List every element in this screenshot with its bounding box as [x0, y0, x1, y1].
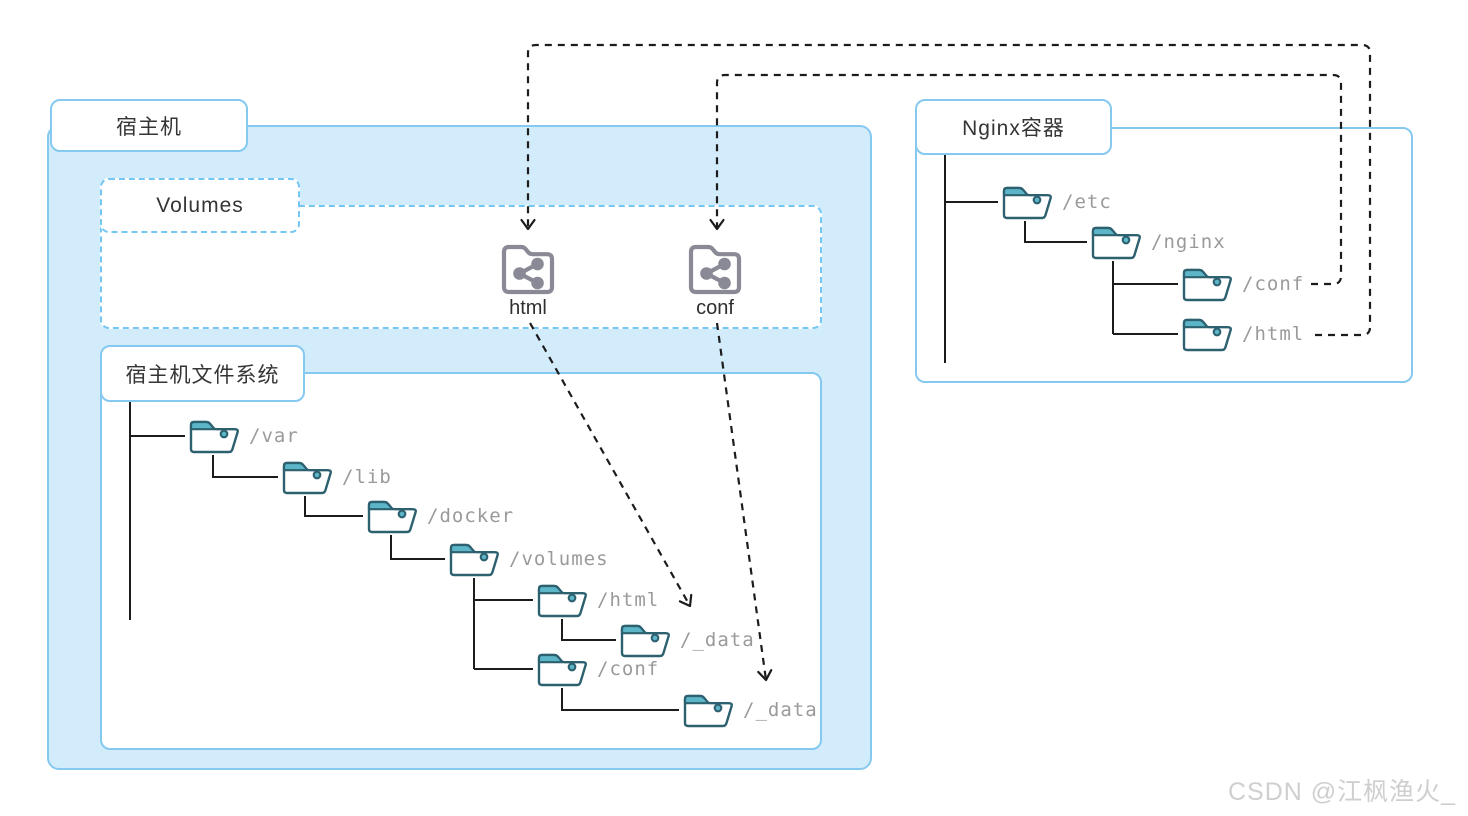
- host-filesystem-title: 宿主机文件系统: [100, 345, 305, 402]
- volume-share-icon-html: [496, 238, 560, 303]
- folder-icon: [533, 581, 589, 619]
- nginx-container-title: Nginx容器: [915, 99, 1112, 155]
- volume-conf-label: conf: [696, 297, 734, 319]
- host-machine-title-text: 宿主机: [116, 115, 182, 139]
- folder-icon: [1178, 265, 1234, 303]
- nginx-container-title-text: Nginx容器: [962, 117, 1065, 140]
- fs-node-conf-data-label: /_data: [743, 699, 818, 721]
- nginx-node-conf: /conf: [1178, 265, 1304, 303]
- volume-html-label: html: [509, 297, 547, 319]
- fs-node-lib: /lib: [278, 458, 392, 496]
- volumes-title: Volumes: [100, 178, 300, 233]
- folder-icon: [1087, 223, 1143, 261]
- fs-node-var: /var: [185, 417, 299, 455]
- nginx-node-etc: /etc: [998, 183, 1112, 221]
- fs-node-volumes-label: /volumes: [509, 548, 609, 570]
- fs-node-html: /html: [533, 581, 659, 619]
- host-filesystem-title-text: 宿主机文件系统: [125, 363, 280, 387]
- fs-node-var-label: /var: [249, 425, 299, 447]
- folder-icon: [998, 183, 1054, 221]
- folder-icon: [185, 417, 241, 455]
- nginx-node-html: /html: [1178, 315, 1304, 353]
- fs-node-conf-data: /_data: [679, 691, 818, 729]
- fs-node-html-label: /html: [597, 589, 660, 611]
- fs-node-docker: /docker: [363, 497, 514, 535]
- folder-icon: [679, 691, 735, 729]
- nginx-node-etc-label: /etc: [1062, 191, 1112, 213]
- fs-node-conf: /conf: [533, 650, 659, 688]
- folder-icon: [1178, 315, 1234, 353]
- folder-icon: [445, 540, 501, 578]
- nginx-node-nginx-label: /nginx: [1151, 231, 1226, 253]
- volume-share-icon-conf: [683, 238, 747, 303]
- fs-node-conf-label: /conf: [597, 658, 660, 680]
- fs-node-html-data-label: /_data: [680, 629, 755, 651]
- folder-icon: [363, 497, 419, 535]
- nginx-node-nginx: /nginx: [1087, 223, 1226, 261]
- volumes-title-text: Volumes: [156, 193, 244, 217]
- watermark: CSDN @江枫渔火_: [1228, 778, 1457, 806]
- fs-node-docker-label: /docker: [427, 505, 515, 527]
- folder-icon: [278, 458, 334, 496]
- nginx-node-html-label: /html: [1242, 323, 1305, 345]
- host-machine-title: 宿主机: [50, 99, 248, 152]
- fs-node-volumes: /volumes: [445, 540, 609, 578]
- nginx-node-conf-label: /conf: [1242, 273, 1305, 295]
- fs-node-lib-label: /lib: [342, 466, 392, 488]
- folder-icon: [533, 650, 589, 688]
